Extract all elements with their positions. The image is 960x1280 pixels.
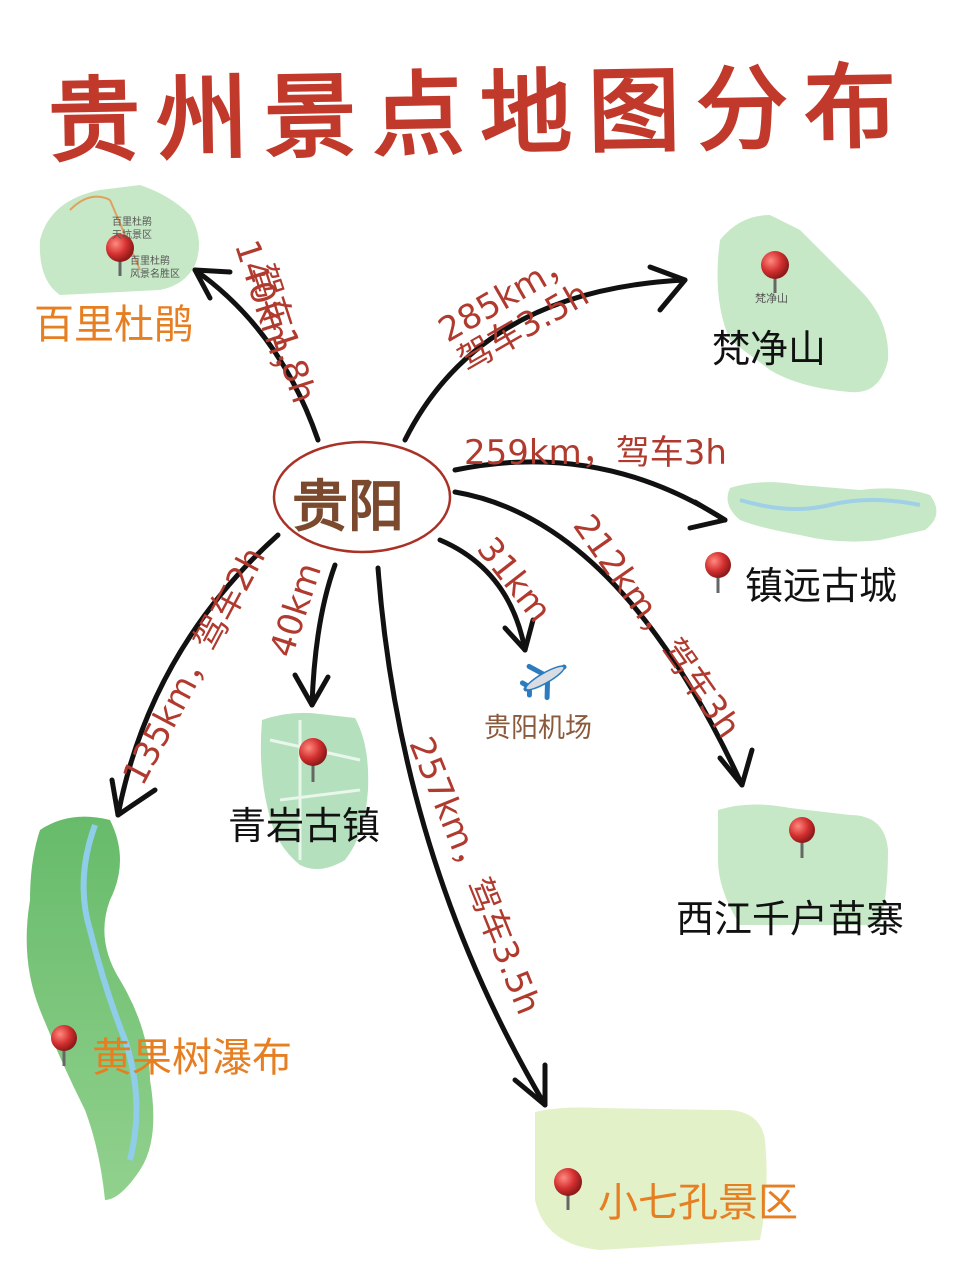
arrow-to-xiaoqikong-head	[512, 1062, 548, 1108]
pin-xiaoqikong-icon	[554, 1168, 582, 1210]
pin-xijiang-icon	[789, 817, 815, 858]
arrow-to-xijiang-head	[717, 747, 755, 788]
zhenyuan-map-region	[727, 482, 937, 542]
arrow-to-fanjing	[402, 277, 688, 443]
huangguoshu-map-region	[26, 816, 154, 1200]
arrow-to-xijiang	[452, 489, 745, 788]
arrow-to-xiaoqikong	[375, 565, 548, 1108]
dest-label-airport: 贵阳机场	[484, 713, 592, 744]
pin-huangguoshu-icon	[51, 1025, 77, 1066]
arrow-to-airport	[437, 537, 528, 653]
arrow-to-zhenyuan-head	[687, 499, 728, 531]
route-arrows	[109, 264, 755, 1108]
dest-label-qingyan: 青岩古镇	[228, 804, 381, 848]
qingyan-map-region	[260, 712, 369, 869]
fanjing-map-region	[717, 215, 889, 393]
dest-label-xiaoqikong: 小七孔景区	[598, 1180, 798, 1226]
baili-map-text-2: 天坑景区	[112, 230, 152, 241]
dest-label-fanjing: 梵净山	[712, 327, 827, 371]
arrow-to-huangguoshu-head	[109, 777, 158, 818]
pin-qingyan-icon	[299, 738, 327, 782]
arrow-to-qingyan	[309, 562, 338, 708]
huangguoshu-river	[80, 823, 140, 1161]
arrow-to-baili-head	[192, 267, 233, 301]
xiaoqikong-map-region	[535, 1107, 767, 1250]
airplane-icon	[519, 663, 567, 701]
baili-map-text-3: 百里杜鹃	[130, 256, 170, 267]
pin-fanjing-icon	[761, 251, 789, 293]
guiyang-ring	[272, 440, 452, 554]
pin-zhenyuan-icon	[705, 552, 731, 593]
arrow-to-huangguoshu	[115, 532, 281, 818]
pins	[51, 234, 815, 1210]
baili-map-text-1: 百里杜鹃	[112, 217, 152, 228]
pin-baili-icon	[106, 234, 134, 276]
dest-label-zhenyuan: 镇远古城	[745, 564, 898, 608]
arrow-to-fanjing-head	[647, 264, 688, 313]
dist-zhenyuan: 259km，驾车3h	[464, 433, 727, 473]
baili-map-text-4: 风景名胜区	[130, 269, 180, 280]
dest-label-xijiang: 西江千户苗寨	[676, 897, 905, 941]
fanjing-map-text: 梵净山	[755, 292, 788, 305]
dest-label-baili: 百里杜鹃	[34, 302, 194, 348]
arrow-to-qingyan-head	[292, 672, 331, 708]
xijiang-map-region	[718, 804, 888, 925]
zhenyuan-river	[739, 498, 921, 511]
arrow-to-baili	[192, 267, 321, 443]
center-label: 贵阳	[292, 475, 404, 540]
arrow-to-airport-head	[502, 617, 536, 653]
arrow-to-zhenyuan	[452, 459, 728, 523]
dest-label-huangguoshu: 黄果树瀑布	[92, 1035, 292, 1081]
